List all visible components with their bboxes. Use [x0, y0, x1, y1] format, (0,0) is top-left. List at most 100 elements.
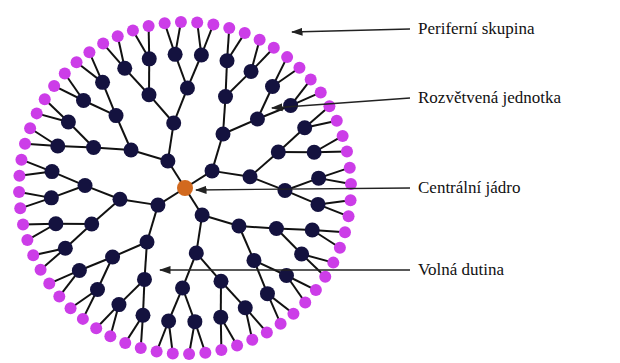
end-group-dot: [239, 27, 251, 39]
end-group-dot: [97, 38, 109, 50]
part-label: Rozvětvená jednotka: [418, 88, 561, 108]
end-group-dot: [331, 115, 343, 127]
end-group-dot: [339, 226, 351, 238]
branch-dot: [142, 51, 157, 66]
end-group-dot: [14, 202, 26, 214]
branch-dot: [76, 93, 91, 108]
end-group-dot: [315, 86, 327, 98]
branch-dot: [305, 223, 320, 238]
end-group-dot: [293, 62, 305, 74]
end-group-dot: [143, 20, 155, 32]
branch-dot: [243, 169, 258, 184]
branch-dot: [187, 314, 202, 329]
end-group-dot: [207, 18, 219, 30]
branch-dot: [90, 282, 105, 297]
end-group-dot: [135, 342, 147, 354]
branch-dot: [140, 234, 155, 249]
branch-dot: [283, 98, 298, 113]
part-label: Centrální jádro: [418, 178, 520, 198]
branch-dot: [194, 48, 209, 63]
branch-dot: [124, 143, 139, 158]
branch-dot: [44, 190, 59, 205]
end-group-dot: [175, 16, 187, 28]
end-group-dot: [223, 22, 235, 34]
branch-dot: [45, 164, 60, 179]
end-group-dot: [299, 296, 311, 308]
branch-dot: [72, 263, 87, 278]
branch-dot: [111, 297, 126, 312]
branch-dot: [117, 61, 132, 76]
end-group-dot: [65, 302, 77, 314]
branch-dot: [215, 127, 230, 142]
end-group-dot: [183, 348, 195, 360]
end-group-dot: [119, 337, 131, 349]
branch-dot: [109, 108, 124, 123]
end-group-dot: [319, 271, 331, 283]
end-group-dot: [21, 234, 33, 246]
end-group-dot: [15, 154, 27, 166]
leader-line: [160, 269, 410, 270]
end-group-dot: [77, 313, 89, 325]
end-group-dot: [275, 318, 287, 330]
part-label: Volná dutina: [418, 260, 504, 280]
branch-dot: [175, 280, 190, 295]
end-group-dot: [344, 162, 356, 174]
branch-dot: [189, 246, 204, 261]
part-label: Periferní skupina: [418, 19, 535, 39]
end-group-dot: [287, 308, 299, 320]
end-group-dot: [151, 346, 163, 358]
end-group-dot: [341, 146, 353, 158]
end-group-dot: [246, 334, 258, 346]
end-group-dot: [48, 80, 60, 92]
end-group-dot: [27, 249, 39, 261]
branch-dot: [48, 216, 63, 231]
branch-dot: [166, 115, 181, 130]
branch-dot: [238, 300, 253, 315]
end-group-dot: [13, 186, 25, 198]
branch-dot: [137, 272, 152, 287]
branch-dot: [260, 286, 275, 301]
branch-dot: [213, 310, 228, 325]
end-group-dot: [268, 42, 280, 54]
end-group-dot: [167, 348, 179, 360]
end-group-dot: [31, 107, 43, 119]
end-group-dot: [281, 51, 293, 63]
end-group-dot: [83, 46, 95, 58]
branch-dot: [271, 145, 286, 160]
end-group-dot: [159, 17, 171, 29]
branch-dot: [250, 112, 265, 127]
branch-dot: [218, 89, 233, 104]
end-group-dot: [17, 218, 29, 230]
branch-dot: [105, 249, 120, 264]
end-group-dot: [305, 74, 317, 86]
end-group-dot: [254, 34, 266, 46]
end-group-dot: [59, 68, 71, 80]
branch-dot: [246, 253, 261, 268]
branch-dot: [265, 79, 280, 94]
branch-dot: [195, 208, 210, 223]
end-group-dot: [215, 344, 227, 356]
end-group-dot: [337, 130, 349, 142]
branch-dot: [161, 313, 176, 328]
branch-dot: [297, 120, 312, 135]
branch-dot: [244, 64, 259, 79]
leader-line: [272, 98, 410, 108]
branch-dot: [269, 221, 284, 236]
end-group-dot: [43, 278, 55, 290]
branch-dot: [307, 145, 322, 160]
end-group-dot: [104, 330, 116, 342]
branch-dot: [220, 53, 235, 68]
branch-dot: [78, 178, 93, 193]
end-group-dot: [53, 290, 65, 302]
end-group-dot: [199, 347, 211, 359]
end-group-dot: [191, 16, 203, 28]
end-group-dot: [231, 340, 243, 352]
end-group-dot: [343, 210, 355, 222]
branch-dot: [311, 171, 326, 186]
branch-dot: [168, 47, 183, 62]
end-group-dot: [127, 24, 139, 36]
branch-dot: [277, 183, 292, 198]
branch-dot: [213, 274, 228, 289]
end-group-dot: [24, 122, 36, 134]
